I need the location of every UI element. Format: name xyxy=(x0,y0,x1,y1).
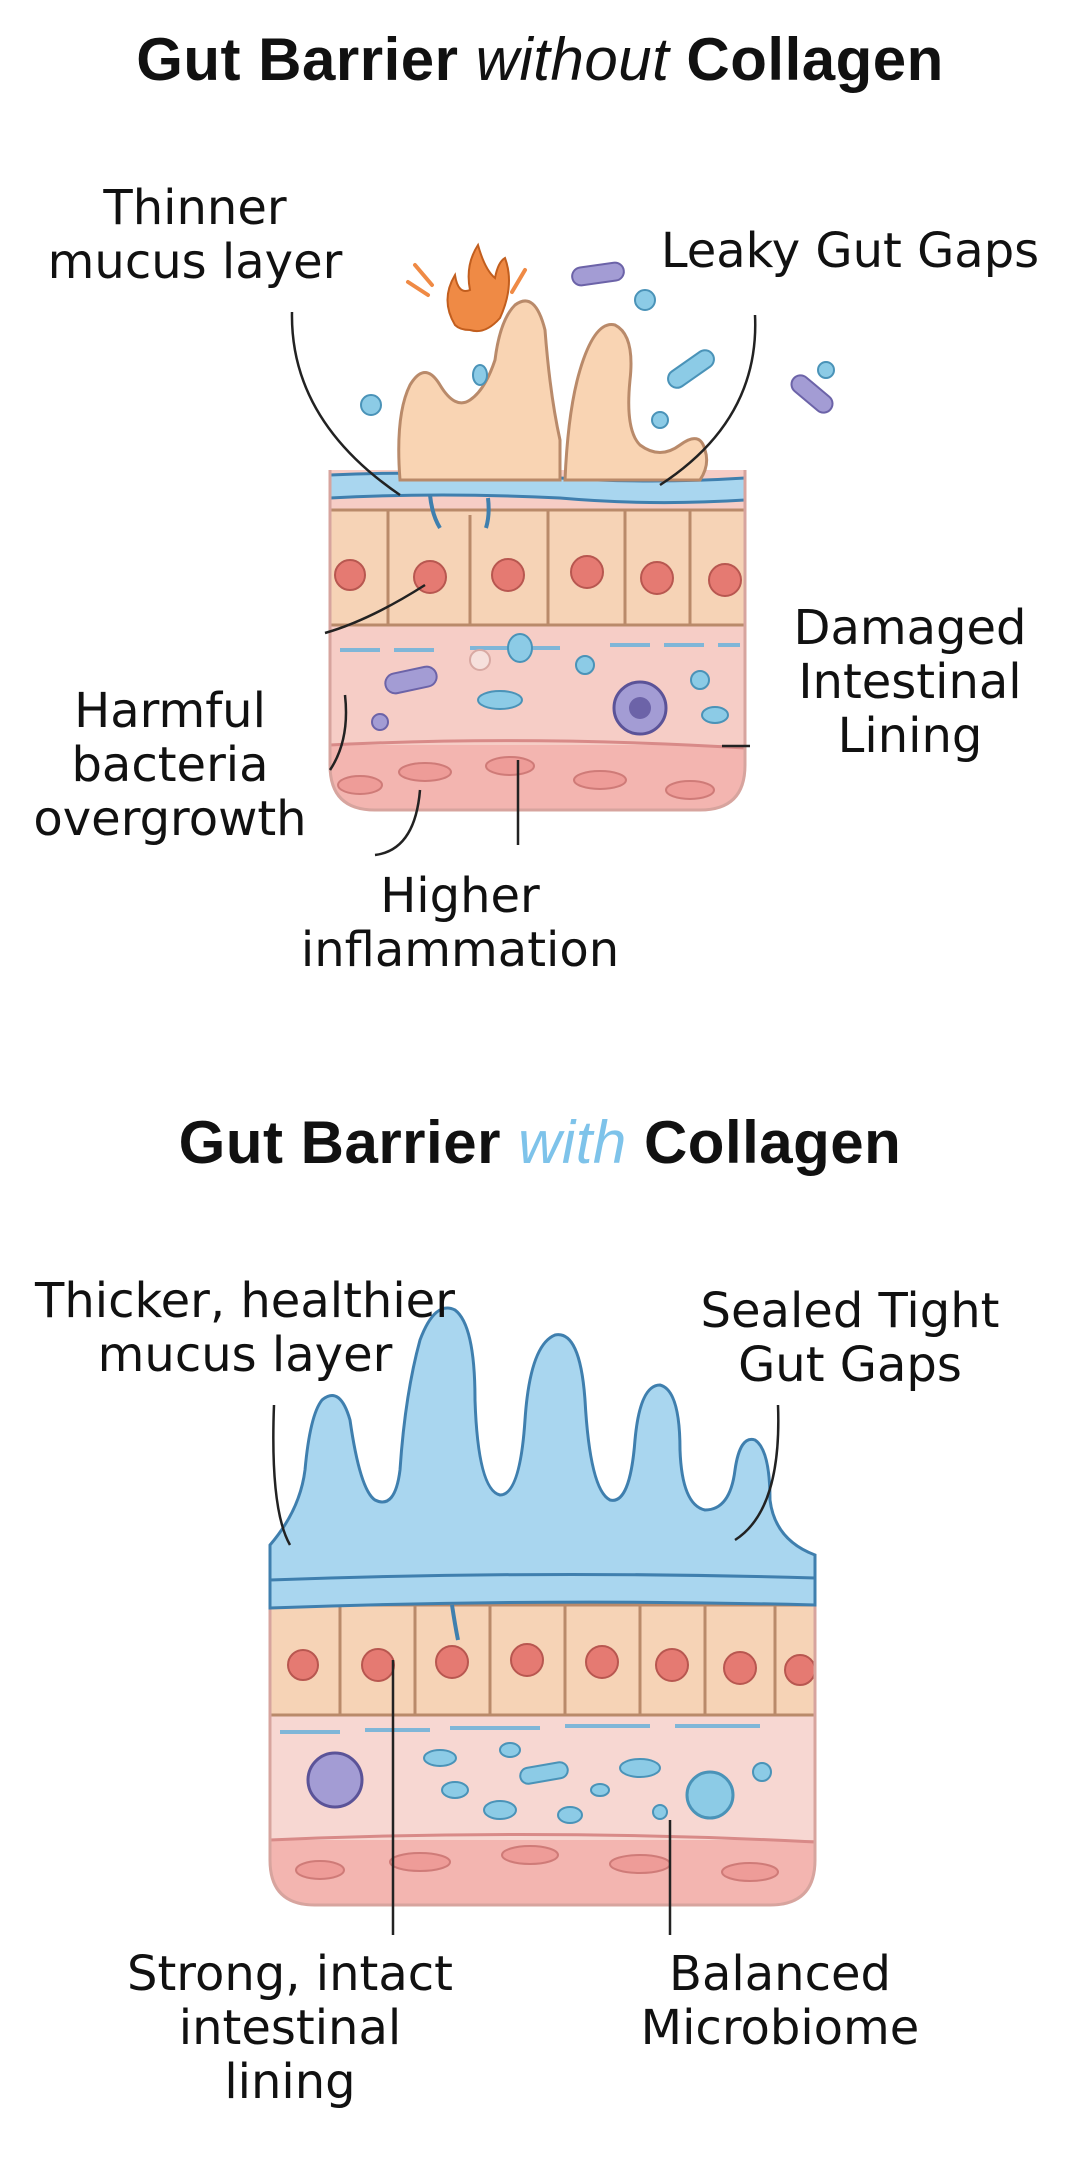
vessel-layer xyxy=(330,745,745,810)
flame-icon xyxy=(446,242,510,333)
label-harmful-bacteria: Harmful bacteria overgrowth xyxy=(33,683,307,847)
title-emphasis: with xyxy=(518,1109,627,1176)
panel-title-without: Gut Barrier without Collagen xyxy=(0,25,1080,94)
title-prefix: Gut Barrier xyxy=(136,26,476,93)
label-higher-inflammation: Higher inflammation xyxy=(300,868,620,978)
label-thinner-mucus: Thinner mucus layer xyxy=(47,180,343,290)
label-damaged-lining: Damaged Intestinal Lining xyxy=(793,600,1027,764)
title-emphasis: without xyxy=(475,26,670,93)
title-suffix: Collagen xyxy=(626,1109,902,1176)
label-leaky-gut-gaps: Leaky Gut Gaps xyxy=(660,223,1040,279)
label-sealed-tight-gaps: Sealed Tight Gut Gaps xyxy=(700,1283,1000,1393)
short-villi xyxy=(360,242,835,482)
damaged-gut-illustration xyxy=(330,470,745,810)
leader-lines-panel-1 xyxy=(290,311,757,857)
leader-lines-panel-2 xyxy=(272,1404,780,1935)
label-strong-lining: Strong, intact intestinal lining xyxy=(127,1946,453,2110)
label-thicker-mucus: Thicker, healthier mucus layer xyxy=(35,1273,455,1383)
panel-title-with: Gut Barrier with Collagen xyxy=(0,1108,1080,1177)
healthy-gut-illustration xyxy=(270,1560,815,1905)
thick-mucus-villi xyxy=(268,1306,817,1641)
title-prefix: Gut Barrier xyxy=(178,1109,519,1176)
title-suffix: Collagen xyxy=(669,26,944,93)
label-balanced-microbiome: Balanced Microbiome xyxy=(640,1946,920,2056)
